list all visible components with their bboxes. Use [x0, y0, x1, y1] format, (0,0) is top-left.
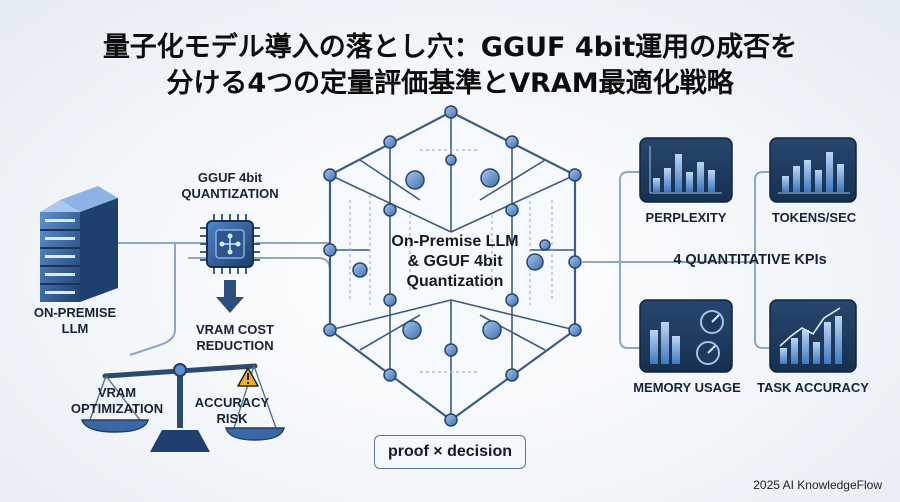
down-arrow-icon: [216, 280, 244, 313]
vram-optimization-label: VRAM OPTIMIZATION: [70, 385, 164, 416]
on-premise-llm-label: ON-PREMISE LLM: [33, 305, 117, 336]
center-label: On-Premise LLM & GGUF 4bit Quantization: [391, 233, 519, 290]
kpi-panel-perplexity: [639, 137, 733, 203]
kpi-panel-task-accuracy: [769, 299, 857, 373]
warning-icon: [237, 367, 259, 387]
vram-cost-reduction-label: VRAM COST REDUCTION: [196, 322, 274, 353]
kpi-label-tokens-sec: TOKENS/SEC: [771, 210, 857, 225]
title-line-1: 量子化モデル導入の落とし穴：GGUF 4bit運用の成否を: [102, 32, 798, 63]
kpi-panel-memory-usage: [639, 299, 733, 373]
quantization-label: GGUF 4bit QUANTIZATION: [181, 170, 279, 201]
hexagon-network: [323, 105, 582, 427]
chip-icon: [200, 214, 260, 274]
server-icon: [40, 186, 118, 302]
proof-decision-box: proof × decision: [374, 435, 526, 469]
footer-credit: 2025 AI KnowledgeFlow: [753, 478, 882, 492]
kpi-label-memory-usage: MEMORY USAGE: [633, 380, 741, 395]
kpi-heading: 4 QUANTITATIVE KPIs: [673, 252, 827, 268]
gauge-icon: [696, 310, 724, 365]
title-line-2: 分ける4つの定量評価基準とVRAM最適化戦略: [166, 68, 734, 99]
kpi-label-task-accuracy: TASK ACCURACY: [757, 380, 869, 395]
balance-scale-icon: [80, 363, 285, 452]
accuracy-risk-label: ACCURACY RISK: [194, 395, 270, 426]
kpi-panel-tokens-sec: [769, 137, 857, 203]
kpi-label-perplexity: PERPLEXITY: [645, 210, 727, 225]
right-connectors: [581, 171, 770, 349]
